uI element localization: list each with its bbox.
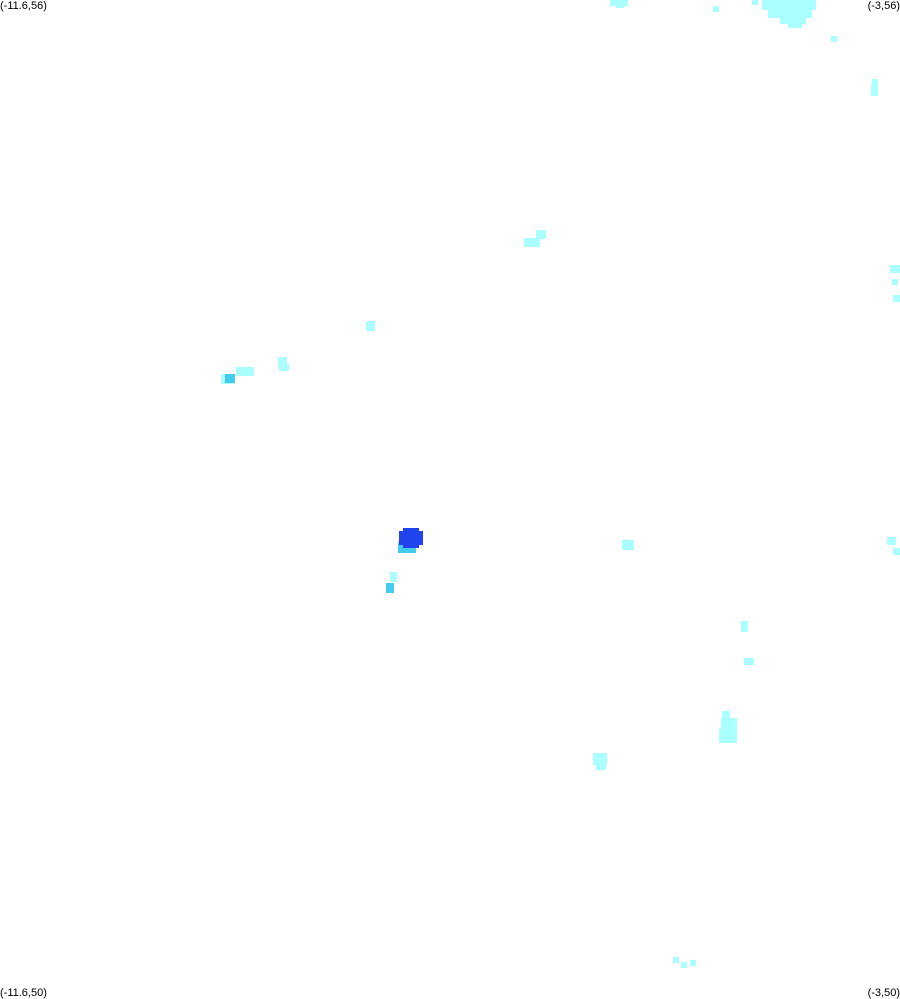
cluster-west-small	[366, 321, 375, 331]
cluster-far-south	[673, 957, 696, 968]
cluster-central-east	[622, 540, 634, 550]
cluster-southeast-column	[719, 711, 737, 743]
corner-label-bottom-right: (-3,50)	[867, 987, 900, 999]
cluster-top-right-coast	[610, 0, 878, 96]
cluster-west-coast	[221, 357, 289, 384]
cluster-south	[593, 753, 607, 770]
cluster-central-hotspot	[386, 528, 423, 593]
cluster-north-center	[524, 230, 546, 247]
cluster-right-edge-central	[887, 537, 900, 555]
corner-label-top-right: (-3,56)	[867, 0, 900, 12]
corner-label-top-left: (-11.6,56)	[0, 0, 47, 12]
cluster-southeast-small	[741, 621, 754, 665]
cluster-right-edge-north	[890, 265, 900, 302]
corner-label-bottom-left: (-11.6,50)	[0, 987, 47, 999]
